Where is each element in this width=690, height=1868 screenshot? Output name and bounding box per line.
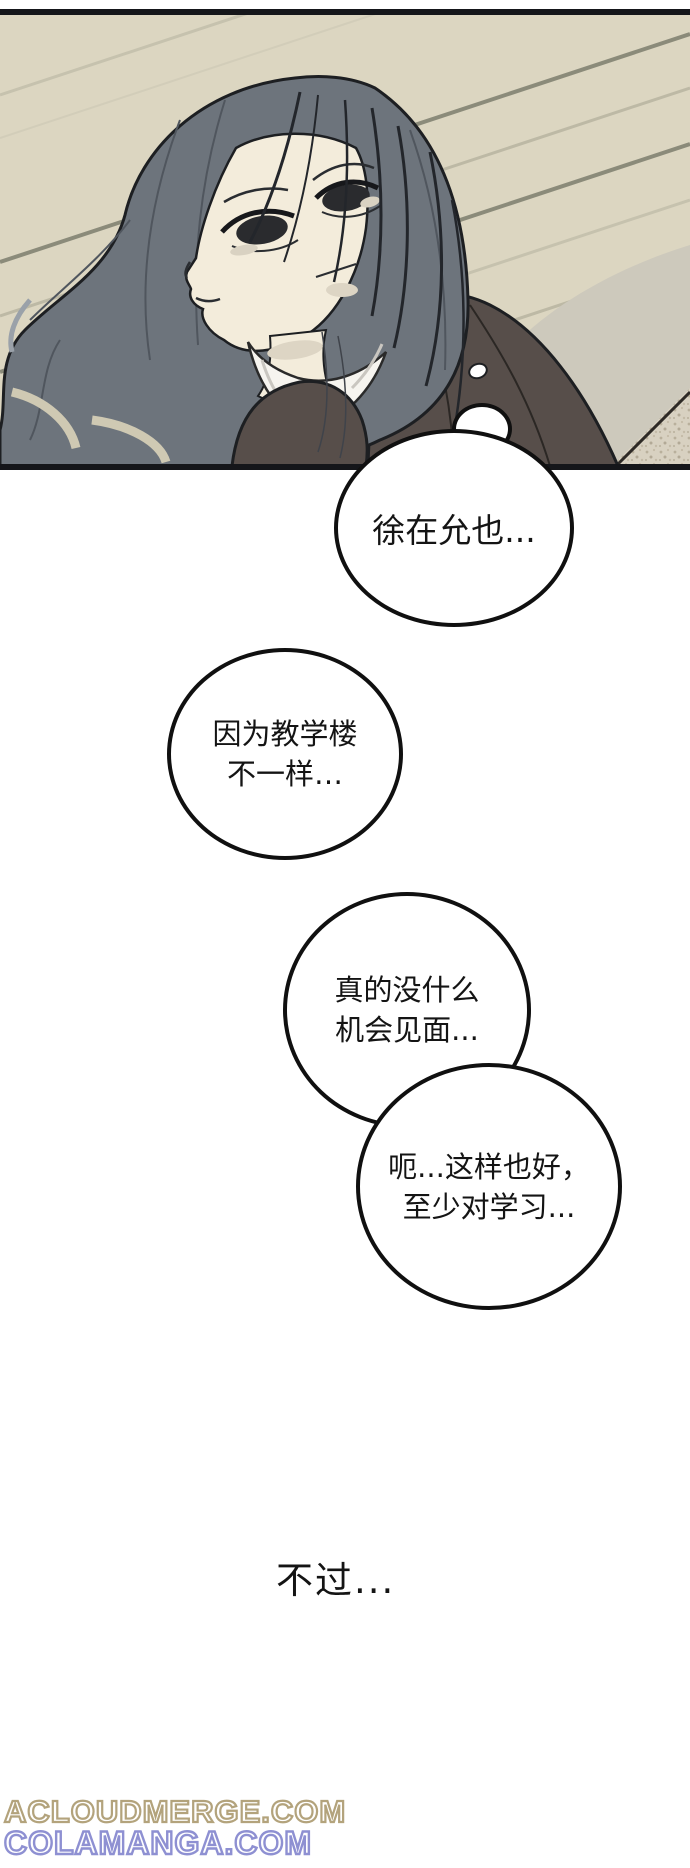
floor-corner xyxy=(612,388,690,468)
speech-bubble-3-text: 真的没什么 机会见面... xyxy=(334,970,479,1050)
bubble-text-line: 真的没什么 xyxy=(334,973,480,1007)
panel-borders xyxy=(0,9,690,470)
panel-illustration xyxy=(0,0,690,470)
bubble-text-line: 因为教学楼 xyxy=(212,717,358,751)
watermark-acloudmerge: ACLOUDMERGE.COM xyxy=(3,1793,347,1830)
bubble-text-line: 呃...这样也好， xyxy=(388,1149,590,1184)
bubble-text-line: 机会见面... xyxy=(335,1013,479,1047)
girl-front-hair xyxy=(248,91,465,459)
bubble-text-line: 徐在允也... xyxy=(372,511,536,550)
speech-bubble-1: 徐在允也... xyxy=(334,429,574,627)
girl-jacket-left xyxy=(230,379,369,468)
speech-bubble-1-text: 徐在允也... xyxy=(372,504,535,552)
watermark-colamanga: COLAMANGA.COM xyxy=(3,1824,313,1862)
earring-highlight xyxy=(468,362,488,380)
speech-bubble-4-text: 呃...这样也好， 至少对学习... xyxy=(388,1147,590,1227)
speech-bubble-2: 因为教学楼 不一样… xyxy=(167,648,403,860)
narration-text: 不过... xyxy=(276,1559,396,1602)
speech-bubble-4: 呃...这样也好， 至少对学习... xyxy=(356,1063,622,1310)
bubble-text-line: 不一样… xyxy=(226,757,343,791)
bubble-text-line: 至少对学习... xyxy=(402,1189,576,1224)
top-margin xyxy=(0,0,690,10)
speech-bubble-2-text: 因为教学楼 不一样… xyxy=(212,714,357,794)
girl-face xyxy=(184,132,369,407)
